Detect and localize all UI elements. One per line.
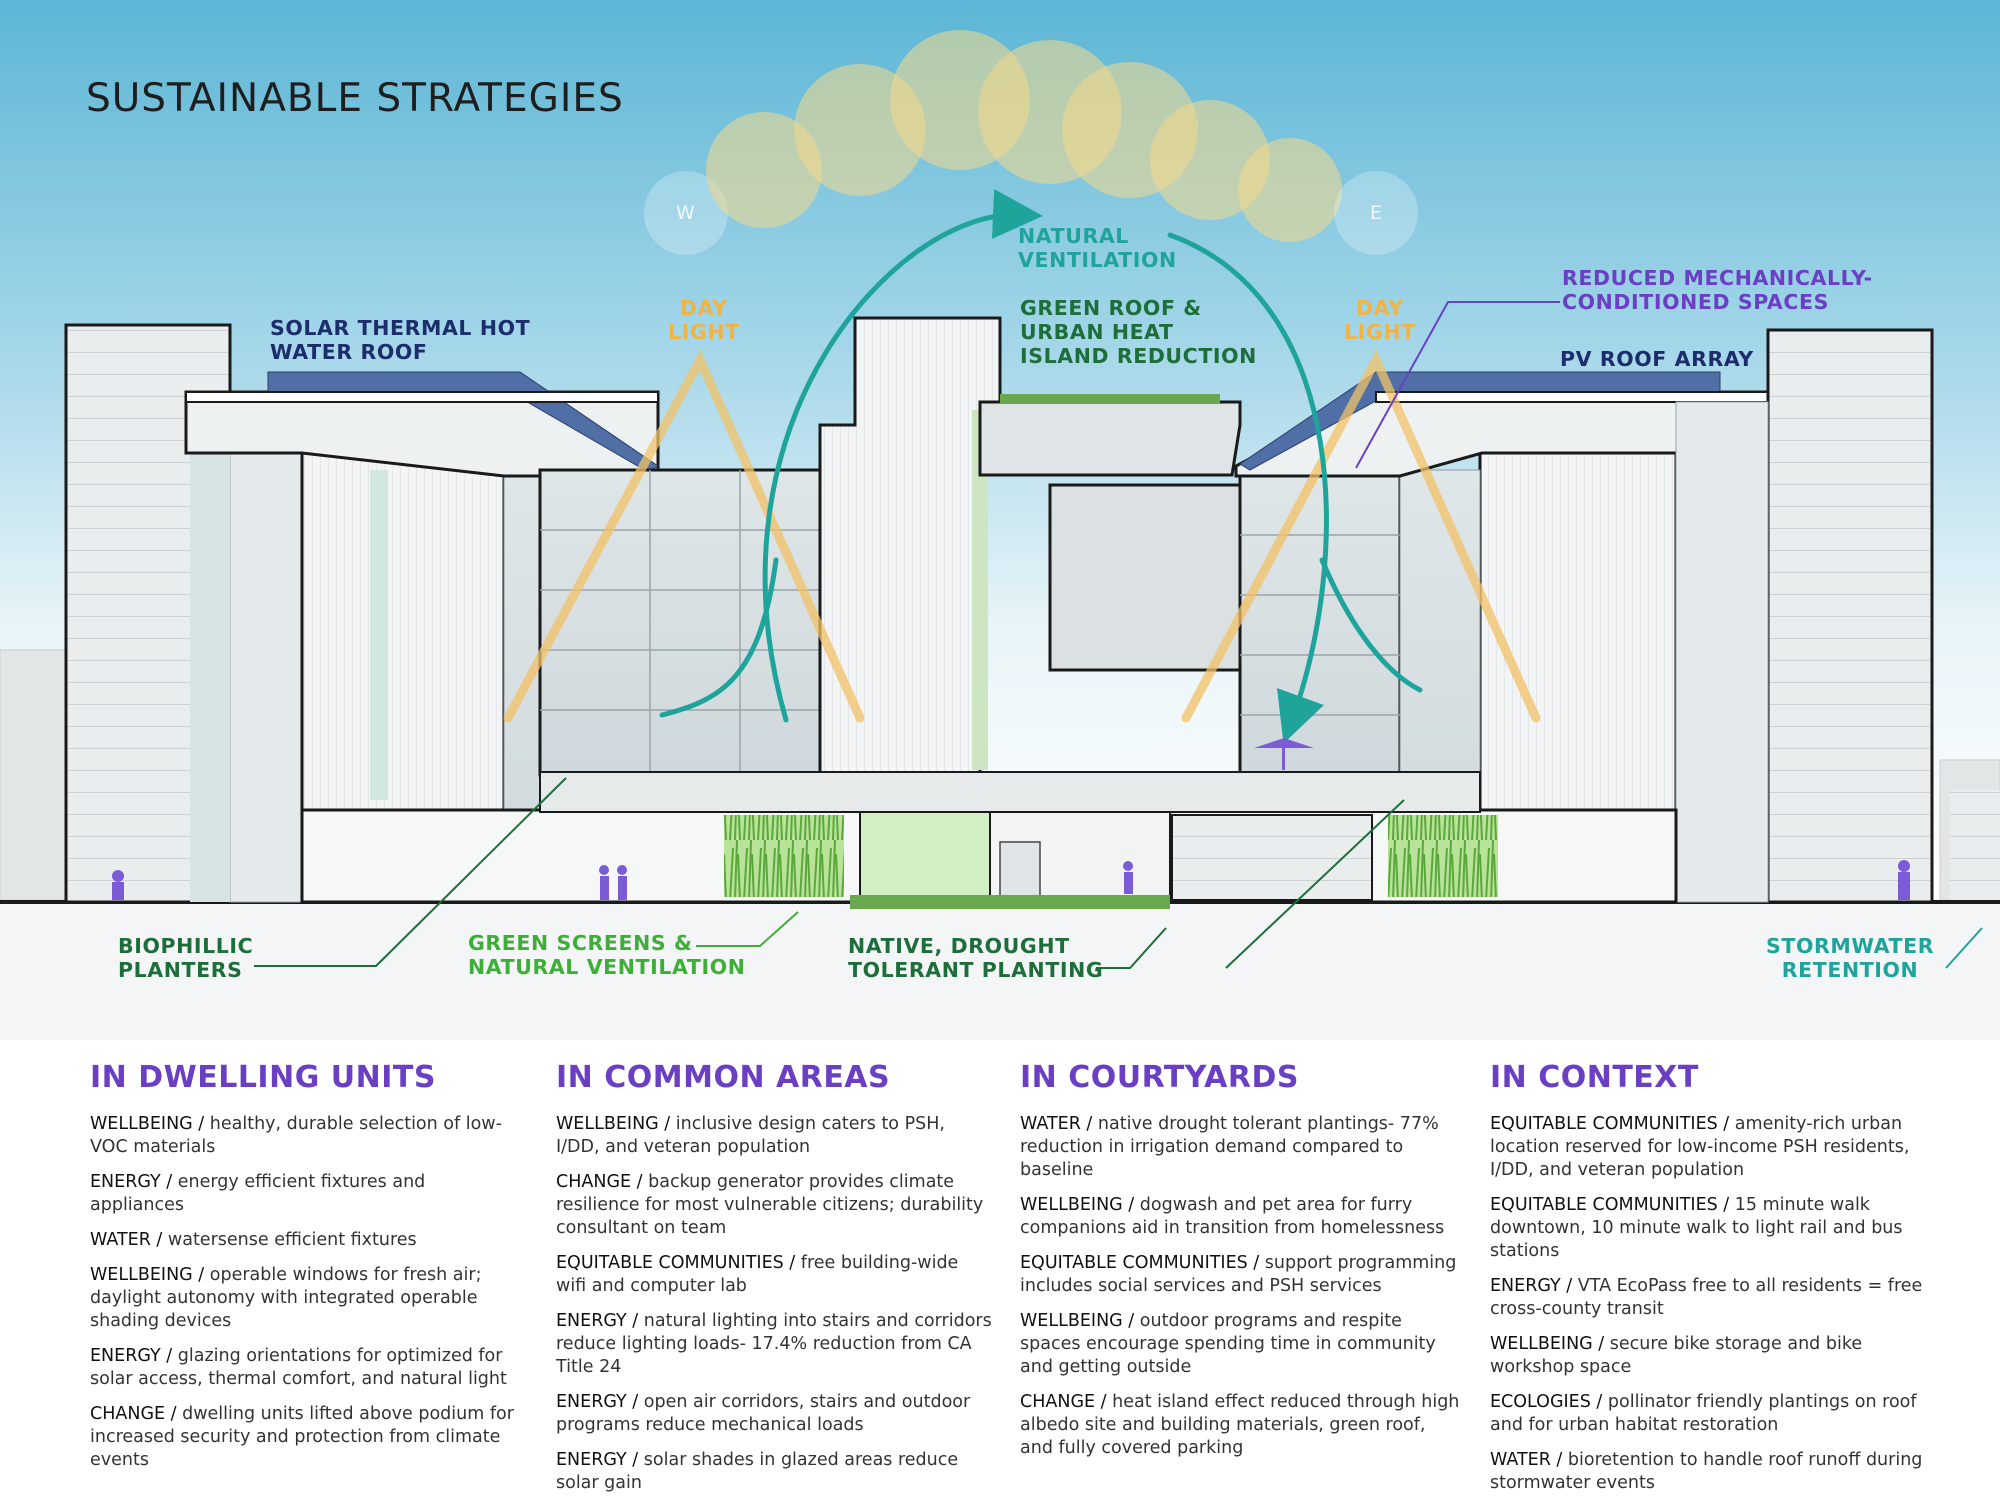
column-heading: IN COURTYARDS [1020, 1060, 1299, 1095]
natural-ventilation-arrows [659, 189, 1423, 744]
compass-east: E [1370, 202, 1383, 224]
list-item: EQUITABLE COMMUNITIES / amenity-rich urb… [1490, 1114, 1910, 1180]
list-item: EQUITABLE COMMUNITIES / support programm… [1020, 1253, 1457, 1296]
column-dwelling-units: IN DWELLING UNITS WELLBEING / healthy, d… [90, 1060, 520, 1484]
list-item: WELLBEING / secure bike storage and bike… [1490, 1334, 1863, 1377]
green-screen-right [1388, 815, 1498, 897]
daylight-arrows [503, 349, 1541, 723]
green-screen-left [724, 815, 844, 897]
list-item: ENERGY / solar shades in glazed areas re… [556, 1450, 959, 1493]
people-figures [112, 738, 1910, 900]
list-item: ECOLOGIES / pollinator friendly planting… [1490, 1392, 1917, 1435]
list-item: CHANGE / heat island effect reduced thro… [1020, 1392, 1460, 1458]
left-court [538, 468, 822, 785]
column-common-areas: IN COMMON AREAS WELLBEING / inclusive de… [556, 1060, 992, 1507]
strategy-columns: IN DWELLING UNITS WELLBEING / healthy, d… [0, 1060, 2000, 1507]
list-item: WATER / watersense efficient fixtures [90, 1230, 417, 1250]
list-item: ENERGY / glazing orientations for optimi… [90, 1346, 507, 1389]
list-item: WATER / native drought tolerant planting… [1020, 1114, 1439, 1180]
lobby-glass [859, 811, 991, 901]
list-item: WATER / bioretention to handle roof runo… [1490, 1450, 1923, 1493]
list-item: CHANGE / dwelling units lifted above pod… [90, 1404, 514, 1470]
list-item: WELLBEING / outdoor programs and respite… [1020, 1311, 1436, 1377]
label-green-screens: GREEN SCREENS &NATURAL VENTILATION [468, 931, 746, 979]
column-heading: IN DWELLING UNITS [90, 1060, 436, 1095]
sun-path [644, 30, 1418, 255]
list-item: ENERGY / energy efficient fixtures and a… [90, 1172, 426, 1215]
list-item: CHANGE / backup generator provides clima… [556, 1172, 984, 1238]
list-item: ENERGY / natural lighting into stairs an… [556, 1311, 992, 1377]
page-title: SUSTAINABLE STRATEGIES [86, 76, 624, 121]
list-item: WELLBEING / dogwash and pet area for fur… [1020, 1195, 1445, 1238]
label-leaders [254, 301, 1983, 969]
list-item: WELLBEING / healthy, durable selection o… [90, 1114, 502, 1157]
list-item: EQUITABLE COMMUNITIES / free building-wi… [556, 1253, 959, 1296]
label-pv-roof-array: PV ROOF ARRAY [1560, 347, 1754, 371]
list-item: WELLBEING / operable windows for fresh a… [90, 1265, 482, 1331]
list-item: ENERGY / open air corridors, stairs and … [556, 1392, 971, 1435]
context-buildings [0, 649, 2000, 901]
left-tower [64, 323, 303, 904]
podium [300, 771, 1678, 909]
list-item: WELLBEING / inclusive design caters to P… [556, 1114, 945, 1157]
column-heading: IN CONTEXT [1490, 1060, 1699, 1095]
column-courtyards: IN COURTYARDS WATER / native drought tol… [1020, 1060, 1460, 1472]
compass-west: W [676, 202, 695, 224]
list-item: ENERGY / VTA EcoPass free to all residen… [1490, 1276, 1923, 1319]
ground [0, 900, 2000, 1040]
list-item: EQUITABLE COMMUNITIES / 15 minute walk d… [1490, 1195, 1903, 1261]
column-heading: IN COMMON AREAS [556, 1060, 891, 1095]
column-context: IN CONTEXT EQUITABLE COMMUNITIES / ameni… [1490, 1060, 1950, 1507]
building-section-diagram [0, 0, 2000, 1040]
right-tower [1675, 328, 1934, 904]
label-reduced-mechanical: REDUCED MECHANICALLY-CONDITIONED SPACES [1562, 266, 1873, 314]
